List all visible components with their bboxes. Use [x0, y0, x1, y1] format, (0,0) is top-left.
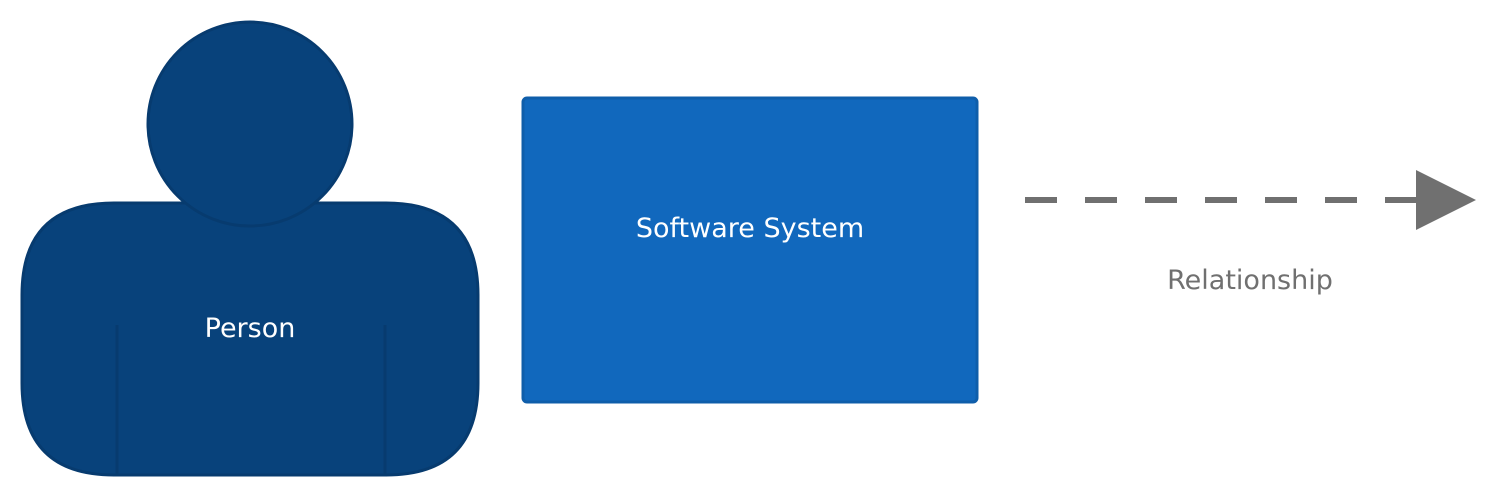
person-label: Person	[205, 313, 296, 344]
person-element[interactable]: Person	[20, 20, 480, 477]
software-system-label: Software System	[636, 213, 864, 244]
software-system-box	[521, 96, 979, 404]
arrowhead-icon	[1416, 170, 1476, 230]
relationship-arrow[interactable]: Relationship	[1025, 170, 1476, 296]
person-head	[146, 20, 354, 228]
software-system-element[interactable]: Software System	[521, 96, 979, 404]
relationship-label: Relationship	[1167, 265, 1333, 296]
